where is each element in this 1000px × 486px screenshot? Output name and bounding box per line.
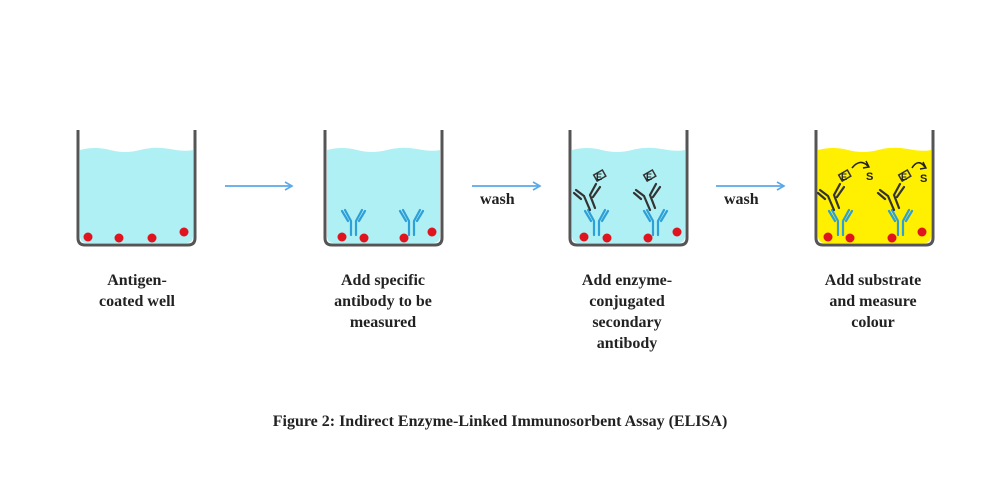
substrate-symbol: S xyxy=(866,171,873,183)
svg-text:E: E xyxy=(646,172,652,182)
well-liquid xyxy=(327,147,440,243)
well-wall xyxy=(323,130,444,247)
secondary-antibody: E S xyxy=(816,160,873,212)
secondary-antibody: E xyxy=(572,169,607,212)
arrow-label: wash xyxy=(724,191,759,208)
antigen xyxy=(114,233,124,243)
primary-antibody xyxy=(583,208,610,237)
step-caption: Antigen- coated well xyxy=(99,272,175,310)
secondary-antibody: E xyxy=(632,169,662,212)
well-2 xyxy=(323,130,444,247)
arrow-label: wash xyxy=(480,191,515,208)
antigen xyxy=(887,233,897,243)
well-wall xyxy=(76,130,197,247)
secondary-antibody: E S xyxy=(876,161,927,212)
primary-antibody xyxy=(398,208,425,237)
antigen xyxy=(579,232,589,242)
step-caption: Add substrate and measure colour xyxy=(824,272,922,331)
antigen xyxy=(359,233,369,243)
well-4: E S E S xyxy=(814,130,935,247)
primary-antibody xyxy=(827,208,854,237)
antigen xyxy=(672,227,682,237)
well-wall xyxy=(568,130,689,247)
well-liquid xyxy=(80,147,193,243)
antigen xyxy=(179,227,189,237)
antigen xyxy=(823,232,833,242)
svg-text:E: E xyxy=(901,172,907,182)
antigen xyxy=(337,232,347,242)
svg-text:E: E xyxy=(841,172,847,182)
antigen xyxy=(147,233,157,243)
antigen xyxy=(83,232,93,242)
svg-text:E: E xyxy=(596,172,602,182)
well-liquid xyxy=(572,147,685,243)
primary-antibody xyxy=(887,208,914,237)
antigen xyxy=(399,233,409,243)
step-caption: Add specific antibody to be measured xyxy=(334,272,432,331)
primary-antibody xyxy=(340,208,367,237)
antigen xyxy=(427,227,437,237)
antigen xyxy=(643,233,653,243)
primary-antibody xyxy=(642,208,669,237)
well-3: E E xyxy=(568,130,689,247)
well-wall xyxy=(814,130,935,247)
figure-caption: Figure 2: Indirect Enzyme-Linked Immunos… xyxy=(272,413,728,430)
step-caption: Add enzyme- conjugated secondary antibod… xyxy=(581,272,673,352)
antigen xyxy=(602,233,612,243)
antigen xyxy=(917,227,927,237)
well-1 xyxy=(76,130,197,247)
antigen xyxy=(845,233,855,243)
substrate-symbol: S xyxy=(920,173,927,185)
